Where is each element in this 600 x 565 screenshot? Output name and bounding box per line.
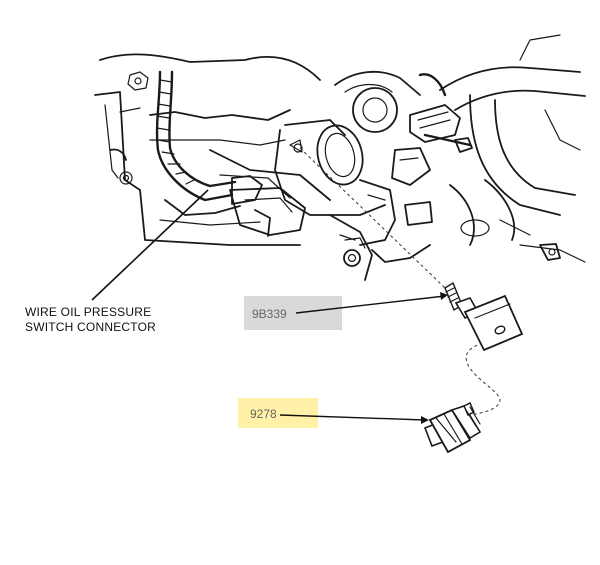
adapter-fitting bbox=[444, 281, 524, 352]
installation-path bbox=[299, 147, 446, 289]
arrowhead-icon bbox=[440, 292, 448, 300]
callout-text-9b339: 9B339 bbox=[252, 307, 287, 321]
callout-leader-9b339 bbox=[295, 295, 446, 314]
callout-box-9278 bbox=[238, 398, 318, 428]
connector-leader-line bbox=[91, 189, 209, 301]
callout-box-9b339 bbox=[244, 296, 342, 330]
arrowhead-icon bbox=[421, 416, 429, 424]
engine-illustration bbox=[94, 34, 586, 281]
connector-label-line2: SWITCH CONNECTOR bbox=[25, 320, 156, 334]
oil-pressure-switch bbox=[423, 402, 482, 454]
callout-text-9278: 9278 bbox=[250, 407, 277, 421]
callout-leader-9278 bbox=[279, 414, 426, 421]
wire-harness bbox=[155, 70, 263, 205]
connector-label-line1: WIRE OIL PRESSURE bbox=[25, 305, 151, 319]
installation-path-lower bbox=[465, 337, 501, 416]
